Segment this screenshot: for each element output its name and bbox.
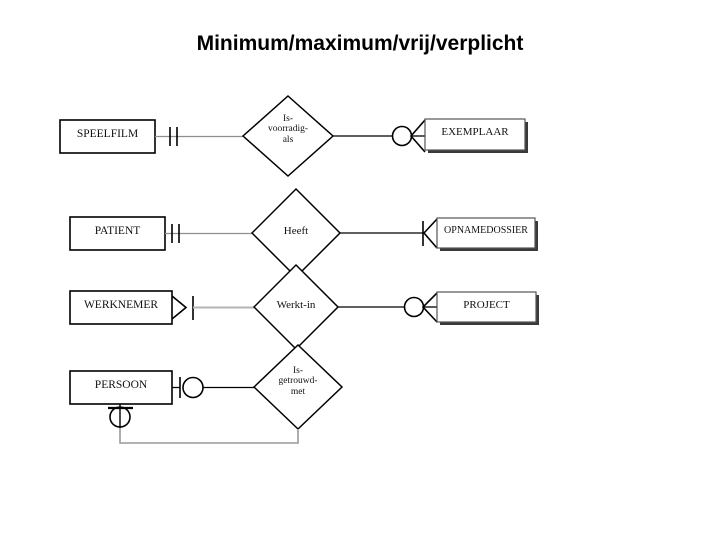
cardinality-crowsfoot-row1-right [409, 119, 426, 153]
relationship-diamond-werkt-in[interactable] [252, 263, 340, 351]
entity-box-patient[interactable] [69, 216, 166, 251]
cardinality-crowsfoot-row3-right [421, 292, 438, 323]
cardinality-circle-row4-upper [182, 376, 204, 399]
relationship-diamond-is-getrouwd-met[interactable] [252, 343, 344, 431]
er-row-3 [69, 263, 539, 351]
cardinality-circle-row1-right [391, 125, 413, 147]
entity-box-opnamedossier[interactable] [436, 217, 536, 249]
er-row-1 [59, 94, 528, 178]
er-row-2 [69, 187, 538, 279]
entity-box-werknemer[interactable] [69, 290, 173, 325]
entity-box-project[interactable] [436, 291, 537, 323]
er-row-4-recursive [69, 343, 344, 444]
entity-box-persoon[interactable] [69, 370, 173, 405]
page-title: Minimum/maximum/vrij/verplicht [196, 32, 524, 55]
entity-box-speelfilm[interactable] [59, 119, 156, 154]
relationship-diamond-heeft[interactable] [250, 187, 342, 279]
connector-line-row4-recursive [119, 413, 299, 444]
cardinality-crowsfoot-row3-left [171, 295, 188, 320]
cardinality-crowsfoot-row2-right [422, 218, 438, 249]
relationship-diamond-is-voorradig-als[interactable] [241, 94, 335, 178]
cardinality-circle-row3-right [403, 296, 425, 318]
entity-box-exemplaar[interactable] [424, 118, 526, 151]
